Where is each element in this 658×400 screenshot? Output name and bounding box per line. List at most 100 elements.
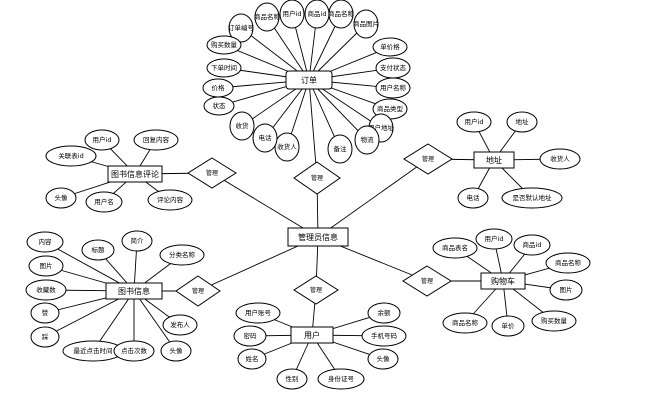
attribute-cart-product-name-2-label: 商品名称 [452, 318, 479, 327]
attribute-cart-unit-price: 单价 [491, 315, 525, 337]
attribute-order-remark-label: 备注 [334, 144, 348, 153]
attribute-book-like: 赞 [30, 302, 60, 324]
attribute-comment-reply-label: 回复内容 [143, 135, 170, 144]
attribute-address-address-label: 地址 [516, 117, 530, 126]
attribute-book-like-label: 赞 [42, 308, 49, 317]
relationship-user: 管理 [293, 275, 339, 305]
entity-book-comment-label: 图书信息评论 [111, 169, 159, 179]
attribute-order-phone: 电话 [252, 123, 278, 153]
attribute-order-price: 价格 [202, 78, 234, 98]
attribute-book-publisher: 发布人 [162, 314, 198, 336]
attribute-order-user-name-label: 用户名称 [380, 83, 407, 92]
attribute-order-price-label: 价格 [212, 83, 226, 92]
attribute-cart-image: 图片 [549, 279, 583, 301]
attribute-order-order-no-label: 订单编号 [228, 23, 255, 32]
entity-user-label: 用户 [304, 330, 320, 340]
attribute-order-phone-label: 电话 [259, 133, 273, 142]
attribute-cart-product-id: 商品id [513, 234, 551, 256]
attribute-book-avatar: 头像 [160, 340, 192, 362]
entity-admin: 管理员信息 [287, 227, 349, 247]
attribute-book-title: 标题 [81, 239, 115, 261]
attribute-address-consignee-label: 收货人 [550, 154, 570, 163]
attribute-order-product-name-2: 商品名称 [328, 0, 355, 29]
attribute-cart-product-name-2: 商品名称 [442, 312, 488, 334]
attribute-user-avatar: 头像 [367, 348, 399, 370]
attribute-address-consignee: 收货人 [539, 148, 581, 170]
attribute-order-product-name-2-label: 商品名称 [328, 9, 355, 18]
attribute-order-logistics: 物流 [354, 125, 380, 155]
attribute-book-dislike-label: 踩 [42, 333, 49, 341]
attribute-order-consignee: 收货人 [274, 132, 300, 162]
attribute-user-gender: 性别 [276, 368, 308, 390]
attribute-book-category-label: 分类名称 [169, 250, 196, 259]
attribute-comment-user-id: 用户id [84, 129, 120, 151]
entity-cart-label: 购物车 [491, 276, 515, 286]
attribute-book-click-count-label: 点击次数 [121, 346, 148, 355]
attribute-order-order-time-label: 下单时间 [211, 63, 237, 72]
attribute-user-password-label: 密码 [244, 331, 258, 340]
attribute-book-image: 图片 [28, 255, 64, 277]
relationship-book-info-label: 管理 [192, 287, 204, 295]
entity-address-label: 地址 [486, 155, 502, 165]
attribute-book-last-click-time-label: 最近点击时间 [74, 346, 113, 355]
attribute-user-balance: 余额 [367, 302, 401, 324]
attribute-order-product-type-label: 商品类型 [377, 104, 404, 113]
attribute-order-receive-label: 收货 [236, 121, 250, 130]
attribute-comment-ref-id: 关联表id [45, 145, 97, 167]
attribute-book-publisher-label: 发布人 [170, 320, 190, 329]
attribute-user-account: 用户账号 [235, 302, 281, 324]
attribute-comment-avatar-label: 头像 [55, 193, 69, 202]
relationship-address-label: 管理 [422, 155, 434, 163]
attribute-order-pay-status-label: 支付状态 [380, 63, 407, 72]
attribute-cart-quantity-label: 购买数量 [541, 316, 568, 325]
attribute-comment-reply: 回复内容 [133, 129, 179, 151]
attribute-order-logistics-label: 物流 [361, 135, 375, 144]
attribute-comment-user-id-label: 用户id [93, 135, 112, 144]
entity-book-info: 图书信息 [105, 282, 163, 300]
attribute-book-favorites-label: 收藏数 [36, 285, 56, 294]
attribute-order-user-name: 用户名称 [375, 77, 411, 99]
entity-cart: 购物车 [480, 272, 526, 290]
attribute-user-name: 姓名 [237, 348, 267, 370]
attribute-order-remark: 备注 [327, 134, 353, 164]
attribute-cart-table-name: 商品表名 [432, 237, 478, 259]
attribute-address-default-label: 是否默认地址 [513, 193, 553, 202]
attribute-cart-product-name-label: 商品名称 [555, 258, 582, 267]
entity-order-label: 订单 [301, 75, 317, 85]
attribute-book-image-label: 图片 [40, 261, 53, 270]
attribute-comment-content-label: 评论内容 [157, 195, 184, 204]
entity-user: 用户 [290, 326, 334, 344]
attribute-order-product-id-label: 商品id [308, 9, 327, 18]
attribute-cart-unit-price-label: 单价 [502, 321, 516, 330]
entity-book-info-label: 图书信息 [118, 286, 150, 296]
attribute-order-status-label: 状态 [213, 101, 227, 110]
attribute-comment-content: 评论内容 [147, 189, 193, 211]
attribute-cart-user-id-label: 用户id [485, 234, 504, 243]
entity-order: 订单 [285, 70, 333, 90]
attribute-cart-image-label: 图片 [560, 285, 573, 294]
attribute-address-address: 地址 [506, 111, 538, 133]
attribute-order-quantity: 购买数量 [206, 35, 242, 55]
relationship-address: 管理 [403, 143, 453, 175]
attribute-book-click-count: 点击次数 [113, 340, 155, 362]
attribute-order-product-id: 商品id [304, 0, 330, 29]
attribute-user-id-card: 身份证号 [317, 368, 365, 390]
attribute-cart-user-id: 用户id [475, 228, 513, 250]
attribute-user-name-label: 姓名 [246, 354, 259, 363]
attribute-book-content: 内容 [26, 231, 64, 253]
attribute-user-password: 密码 [233, 325, 267, 347]
attribute-user-account-label: 用户账号 [245, 308, 272, 317]
attribute-order-unit-price-label: 单价格 [380, 42, 400, 51]
attribute-user-balance-label: 余额 [378, 308, 392, 317]
entity-book-comment: 图书信息评论 [107, 165, 163, 183]
attribute-comment-username-label: 用户名 [94, 197, 114, 206]
attribute-book-summary: 简介 [121, 230, 153, 252]
entity-address: 地址 [473, 151, 515, 169]
relationship-cart: 管理 [402, 265, 452, 297]
attribute-comment-ref-id-label: 关联表id [58, 151, 83, 160]
attribute-order-pay-status: 支付状态 [375, 57, 411, 79]
attribute-book-category: 分类名称 [159, 244, 205, 266]
attribute-address-default: 是否默认地址 [501, 187, 563, 209]
attribute-user-phone-label: 手机号码 [371, 331, 398, 340]
attribute-comment-username: 用户名 [85, 191, 123, 213]
